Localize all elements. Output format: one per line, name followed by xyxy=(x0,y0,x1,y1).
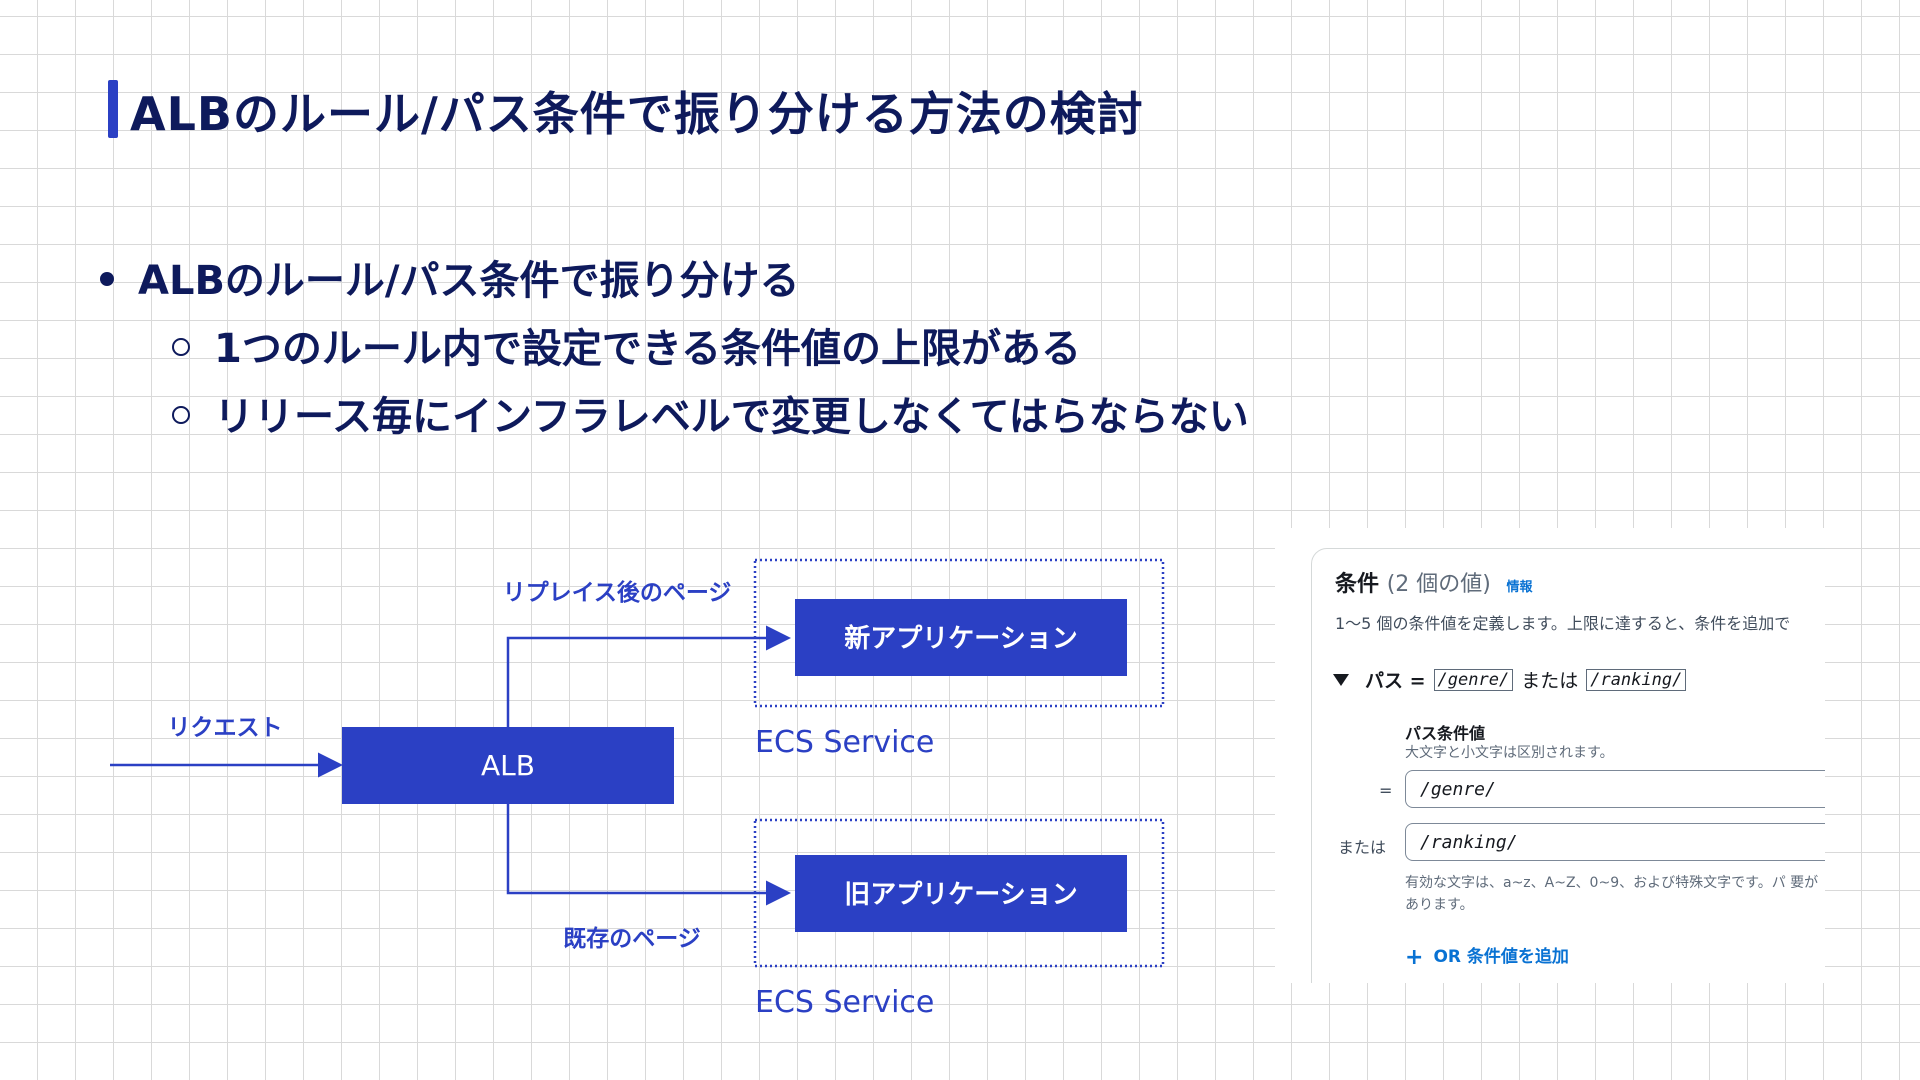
bullet-main-text: ALBのルール/パス条件で振り分ける xyxy=(138,258,800,304)
plus-icon: + xyxy=(1405,944,1424,970)
request-label: リクエスト xyxy=(168,715,283,741)
conditions-description: 1～5 個の条件値を定義します。上限に達すると、条件を追加で xyxy=(1335,614,1791,633)
info-link[interactable]: 情報 xyxy=(1506,580,1533,595)
old-app-label: 旧アプリケーション xyxy=(844,880,1077,910)
old-app-box xyxy=(795,855,1127,932)
new-app-box xyxy=(795,599,1127,676)
bullet-sub-1: 1つのルール内で設定できる条件値の上限がある xyxy=(172,316,1081,374)
path-key: パス = xyxy=(1365,670,1426,692)
architecture-diagram: リクエスト ALB リプレイス後のページ 既存のページ 新アプリケーション EC… xyxy=(110,558,1165,1020)
ecs-service-new-label: ECS Service xyxy=(755,725,934,760)
bullet-dot-icon xyxy=(100,272,114,286)
add-or-condition-button[interactable]: + OR 条件値を追加 xyxy=(1405,942,1569,970)
conditions-card xyxy=(1311,548,1825,983)
bullet-main: ALBのルール/パス条件で振り分ける xyxy=(100,248,800,306)
slide-title: ALBのルール/パス条件で振り分ける方法の検討 xyxy=(130,87,1144,141)
alb-label: ALB xyxy=(481,749,535,782)
summary-or: または xyxy=(1521,670,1579,692)
caret-down-icon[interactable] xyxy=(1333,673,1349,686)
summary-value-1: /genre/ xyxy=(1433,668,1514,691)
path-condition-summary[interactable]: パス = /genre/ または /ranking/ xyxy=(1333,666,1687,693)
path-value-hint: 大文字と小文字は区別されます。 xyxy=(1405,745,1614,761)
operator-or: または xyxy=(1338,838,1387,857)
summary-value-2: /ranking/ xyxy=(1586,668,1687,691)
new-path-label: リプレイス後のページ xyxy=(503,579,732,606)
path-value-label: パス条件値 xyxy=(1405,724,1486,743)
title-accent-bar xyxy=(108,80,118,138)
path-help-text: 有効な文字は、a~z、A~Z、0~9、および特殊文字です。パ 要があります。 xyxy=(1405,875,1819,913)
alb-box xyxy=(342,727,674,804)
conditions-count: (2 個の値) xyxy=(1386,572,1491,597)
old-path-label: 既存のページ xyxy=(563,925,701,952)
conditions-title-text: 条件 xyxy=(1335,572,1380,597)
add-or-condition-label: OR 条件値を追加 xyxy=(1433,947,1569,967)
operator-equals: = xyxy=(1379,781,1393,800)
ecs-service-old-label: ECS Service xyxy=(755,985,934,1020)
conditions-title: 条件 (2 個の値) 情報 xyxy=(1335,566,1533,598)
path-input-1[interactable]: /genre/ xyxy=(1405,770,1825,808)
bullet-sub-2: リリース毎にインフラレベルで変更しなくてはらならない xyxy=(172,384,1249,442)
console-screenshot: 条件 (2 個の値) 情報 1～5 個の条件値を定義します。上限に達すると、条件… xyxy=(1275,528,1825,983)
path-input-2[interactable]: /ranking/ xyxy=(1405,823,1825,861)
ecs-service-old-border xyxy=(753,818,1165,968)
old-route-arrow xyxy=(506,804,791,906)
bullet-ring-icon xyxy=(172,406,190,424)
new-route-arrow xyxy=(506,625,791,727)
ecs-service-new-border xyxy=(753,558,1165,708)
bullet-sub-2-text: リリース毎にインフラレベルで変更しなくてはらならない xyxy=(214,394,1249,440)
bullet-sub-1-text: 1つのルール内で設定できる条件値の上限がある xyxy=(214,326,1082,372)
new-app-label: 新アプリケーション xyxy=(844,623,1077,654)
bullet-ring-icon xyxy=(172,338,190,356)
